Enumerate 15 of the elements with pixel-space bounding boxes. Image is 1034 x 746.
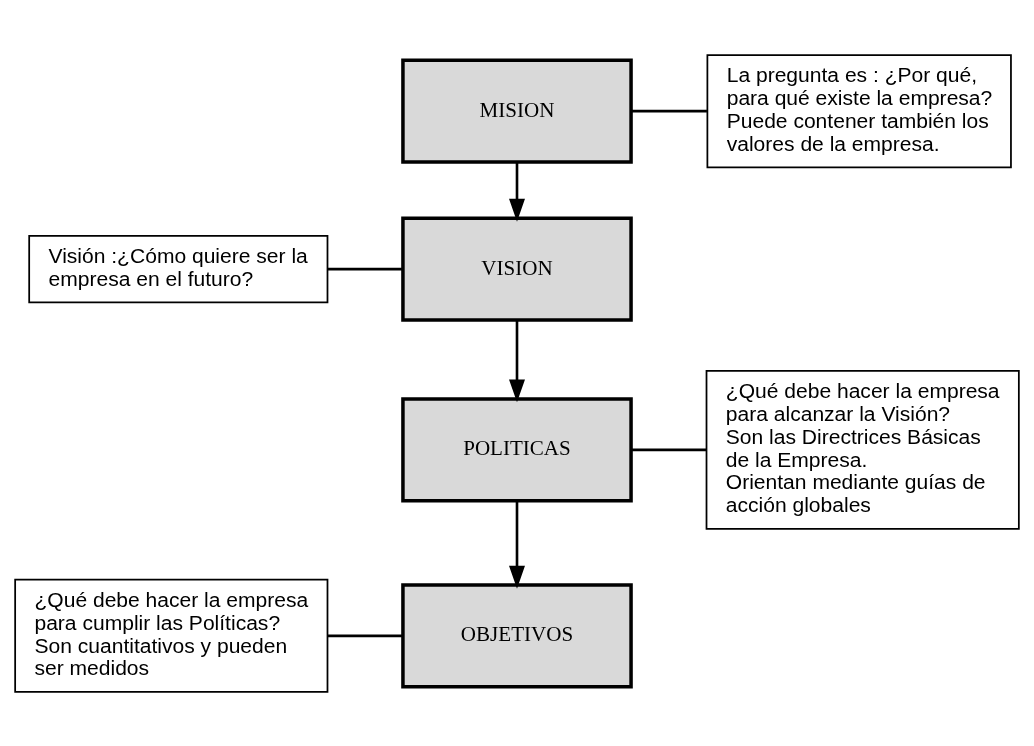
connector xyxy=(631,109,707,112)
connector xyxy=(327,267,403,270)
node-box: MISION xyxy=(401,58,633,164)
node-box: Visión :¿Cómo quiere ser la empresa en el futuro? xyxy=(28,234,329,303)
arrow xyxy=(509,162,525,222)
node-box: ¿Qué debe hacer la empresa para cumplir las Políticas? Son cuantitativos y pueden ser medidos xyxy=(14,578,329,693)
node-box: VISION xyxy=(401,215,633,322)
node-box: OBJETIVOS xyxy=(401,582,633,688)
node-box: ¿Qué debe hacer la empresa para alcanzar la Visión? Son las Directrices Básicas de la Empresa. Orientan mediante guías de acción globales xyxy=(705,369,1020,530)
node-box: La pregunta es : ¿Por qué, para qué existe la empresa? Puede contener también los valores de la empresa. xyxy=(706,53,1012,168)
arrow xyxy=(509,319,525,402)
connector xyxy=(327,634,403,637)
node-box: POLITICAS xyxy=(401,396,633,502)
arrow xyxy=(509,500,525,589)
connector xyxy=(631,448,707,451)
